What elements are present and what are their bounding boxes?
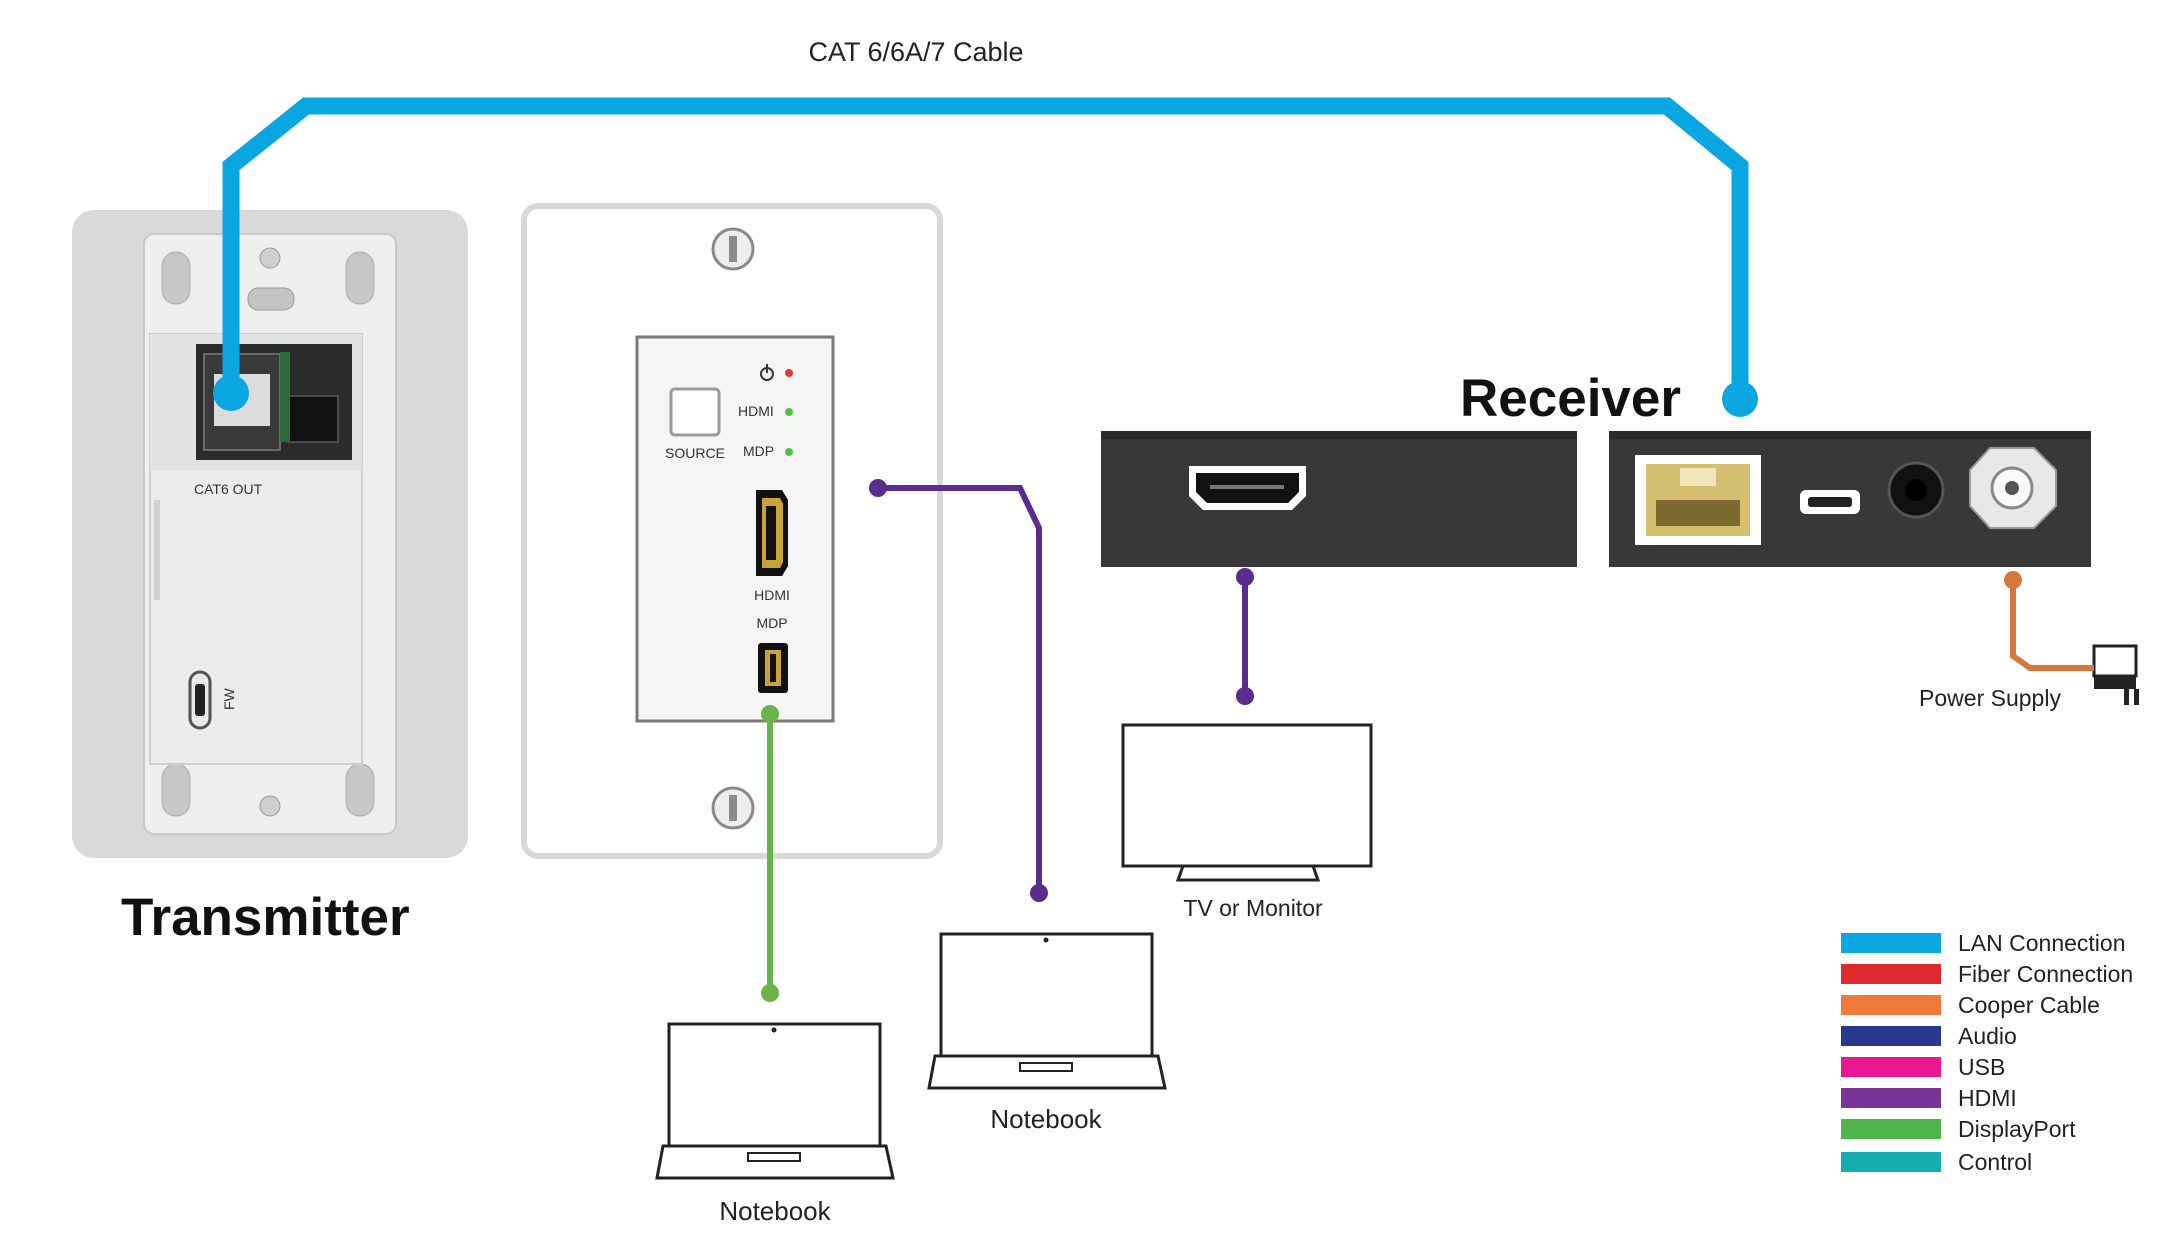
cat6-out-label: CAT6 OUT: [194, 481, 263, 497]
legend-swatch: [1841, 933, 1941, 953]
faceplate-panel: [635, 335, 835, 723]
tv-monitor-icon: [1121, 723, 1373, 882]
legend-label: Cooper Cable: [1958, 992, 2100, 1018]
screw-bottom-icon: [711, 786, 755, 830]
legend-swatch: [1841, 1057, 1941, 1077]
tv-label: TV or Monitor: [1183, 895, 1323, 921]
hdmi-led: [785, 408, 793, 416]
receiver-left-panel: [1101, 431, 1577, 567]
legend-swatch: [1841, 995, 1941, 1015]
legend-swatch: [1841, 1152, 1941, 1172]
notebook-left-icon: [655, 1022, 895, 1180]
legend-swatch: [1841, 1119, 1941, 1139]
rj45-in-port-icon[interactable]: [1635, 455, 1761, 545]
legend-label: Audio: [1958, 1023, 2017, 1049]
lan-endpoint-transmitter: [213, 375, 249, 411]
legend-label: Control: [1958, 1149, 2032, 1175]
led-mdp-label: MDP: [743, 443, 774, 459]
legend-label: LAN Connection: [1958, 930, 2126, 956]
receiver-right-panel: [1609, 431, 2091, 567]
legend-label: USB: [1958, 1054, 2005, 1080]
power-supply-label: Power Supply: [1919, 685, 2061, 711]
notebook-right-label: Notebook: [990, 1104, 1102, 1134]
transmitter-device: CAT6 OUT FW: [72, 210, 468, 858]
led-hdmi-label: HDMI: [738, 403, 774, 419]
hdmi-port-icon[interactable]: [756, 490, 788, 576]
source-button[interactable]: [669, 387, 721, 437]
dc-power-port-icon[interactable]: [1969, 447, 2057, 529]
hdmi-out-port-icon[interactable]: [1189, 466, 1306, 510]
notebook-right-icon: [927, 932, 1167, 1090]
power-cable: [2010, 580, 2094, 671]
lan-cable: [222, 97, 1749, 400]
legend-swatch: [1841, 1026, 1941, 1046]
faceplate-device: SOURCE HDMI MDP HDMI MDP: [521, 203, 943, 859]
transmitter-title: Transmitter: [121, 888, 410, 947]
mini-displayport-icon[interactable]: [758, 643, 788, 693]
lan-endpoint-receiver: [1722, 381, 1758, 417]
hdmi-cable-notebook: [878, 485, 1042, 893]
micro-usb-port-icon[interactable]: [188, 670, 212, 730]
port-mdp-label: MDP: [756, 615, 787, 631]
legend-label: DisplayPort: [1958, 1116, 2076, 1142]
power-icon: [760, 364, 774, 381]
legend-swatch: [1841, 1088, 1941, 1108]
power-led: [785, 369, 793, 377]
power-adapter-icon: [2092, 644, 2139, 705]
receiver-title: Receiver: [1460, 369, 1681, 428]
micro-usb-receiver-icon[interactable]: [1800, 490, 1860, 514]
legend-label: HDMI: [1958, 1085, 2017, 1111]
port-hdmi-label: HDMI: [754, 587, 790, 603]
audio-jack-icon[interactable]: [1887, 461, 1945, 519]
legend-swatch: [1841, 964, 1941, 984]
cable-label: CAT 6/6A/7 Cable: [808, 37, 1023, 67]
source-label: SOURCE: [665, 445, 725, 461]
legend-label: Fiber Connection: [1958, 961, 2133, 987]
mdp-led: [785, 448, 793, 456]
screw-top-icon: [711, 227, 755, 271]
notebook-left-label: Notebook: [719, 1196, 831, 1226]
fw-label: FW: [221, 687, 237, 710]
